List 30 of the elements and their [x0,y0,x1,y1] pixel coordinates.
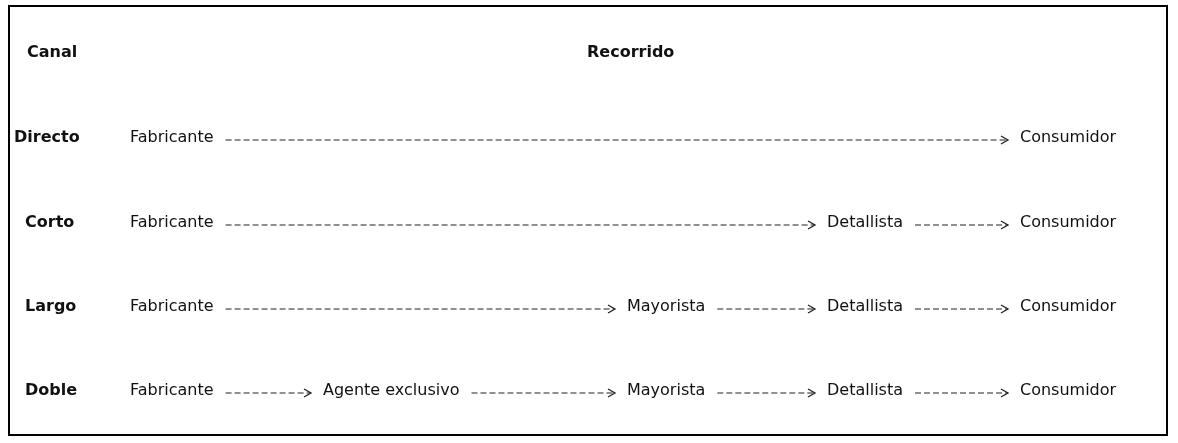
arrow [914,220,1009,230]
stage-label: Agente exclusivo [323,380,460,400]
stage-label: Fabricante [130,127,214,147]
stage-label: Consumidor [1020,127,1117,147]
arrow [225,388,312,398]
stage-label: Detallista [827,380,903,400]
stage-label: Consumidor [1020,212,1117,232]
channel-label: Doble [25,380,78,400]
stage-label: Consumidor [1020,380,1117,400]
arrow [225,304,616,314]
column-header: Recorrido [587,42,675,62]
channel-label: Directo [14,127,80,147]
arrow [225,135,1009,145]
arrow [470,388,616,398]
stage-label: Mayorista [627,296,706,316]
arrow [225,220,816,230]
stage-label: Detallista [827,212,903,232]
stage-label: Fabricante [130,296,214,316]
channel-label: Corto [25,212,75,232]
stage-label: Fabricante [130,380,214,400]
arrow [716,388,816,398]
channel-label: Largo [25,296,77,316]
arrow [914,304,1009,314]
stage-label: Mayorista [627,380,706,400]
stage-label: Consumidor [1020,296,1117,316]
stage-label: Detallista [827,296,903,316]
arrow [914,388,1009,398]
column-header: Canal [27,42,78,62]
stage-label: Fabricante [130,212,214,232]
arrow [716,304,816,314]
